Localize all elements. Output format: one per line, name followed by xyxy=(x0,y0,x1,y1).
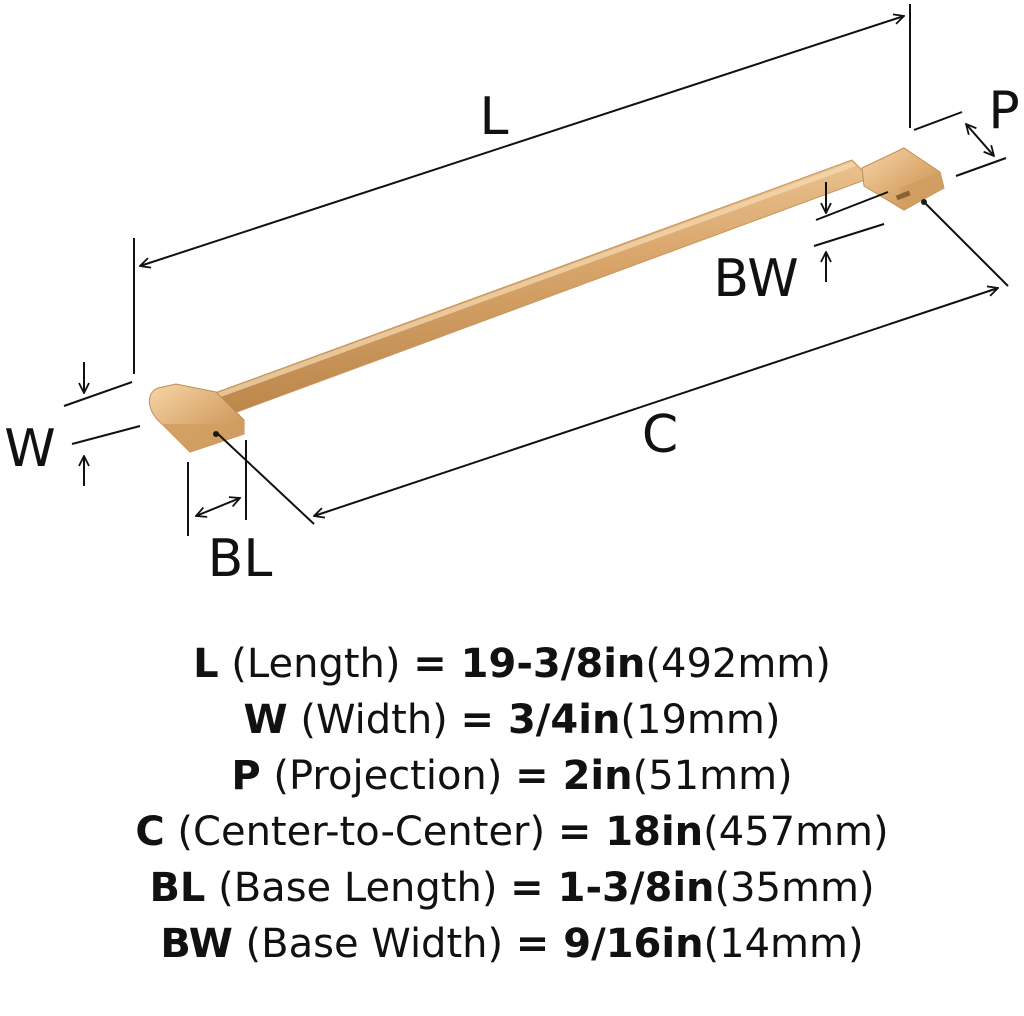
spec-name: (Center-to-Center) xyxy=(164,809,558,855)
spec-value: 9/16in xyxy=(563,921,704,967)
spec-name: (Projection) xyxy=(260,753,516,799)
spec-row-length: L (Length) = 19-3/8in(492mm) xyxy=(0,636,1024,692)
spec-equals: = xyxy=(413,641,461,687)
spec-metric: (19mm) xyxy=(620,697,781,743)
spec-code: BL xyxy=(149,865,206,911)
projection-label: P xyxy=(988,81,1019,141)
spec-name: (Base Width) xyxy=(232,921,516,967)
spec-code: P xyxy=(231,753,261,799)
spec-value: 3/4in xyxy=(507,697,621,743)
spec-equals: = xyxy=(510,865,558,911)
length-label: L xyxy=(480,87,509,147)
spec-value: 2in xyxy=(562,753,633,799)
spec-code: BW xyxy=(160,921,233,967)
spec-metric: (457mm) xyxy=(703,809,889,855)
handle-dimension-diagram: L P BW W C BL xyxy=(4,4,1020,589)
left-screw-hole xyxy=(213,431,219,437)
width-label: W xyxy=(4,419,55,479)
projection-dimension xyxy=(913,111,1007,177)
center-to-center-dimension xyxy=(217,203,1009,525)
spec-equals: = xyxy=(515,753,563,799)
spec-equals: = xyxy=(460,697,508,743)
spec-value: 18in xyxy=(605,809,704,855)
specification-list: L (Length) = 19-3/8in(492mm) W (Width) =… xyxy=(0,636,1024,972)
spec-row-projection: P (Projection) = 2in(51mm) xyxy=(0,748,1024,804)
base-width-label: BW xyxy=(713,249,798,309)
spec-code: W xyxy=(243,697,288,743)
spec-code: L xyxy=(193,641,219,687)
spec-metric: (492mm) xyxy=(645,641,831,687)
spec-metric: (51mm) xyxy=(632,753,793,799)
base-length-dimension xyxy=(187,440,247,536)
spec-row-base-length: BL (Base Length) = 1-3/8in(35mm) xyxy=(0,860,1024,916)
spec-value: 1-3/8in xyxy=(557,865,715,911)
spec-metric: (14mm) xyxy=(703,921,864,967)
spec-metric: (35mm) xyxy=(714,865,875,911)
spec-name: (Width) xyxy=(287,697,461,743)
center-to-center-label: C xyxy=(642,405,678,465)
width-dimension xyxy=(63,362,141,486)
base-length-label: BL xyxy=(208,529,273,589)
spec-name: (Length) xyxy=(218,641,414,687)
right-screw-hole xyxy=(921,199,927,205)
spec-row-base-width: BW (Base Width) = 9/16in(14mm) xyxy=(0,916,1024,972)
length-dimension xyxy=(133,4,911,374)
spec-value: 19-3/8in xyxy=(460,641,646,687)
spec-equals: = xyxy=(557,809,606,855)
spec-equals: = xyxy=(515,921,564,967)
spec-row-center-to-center: C (Center-to-Center) = 18in(457mm) xyxy=(0,804,1024,860)
base-width-dimension xyxy=(813,182,889,282)
spec-row-width: W (Width) = 3/4in(19mm) xyxy=(0,692,1024,748)
right-base-post xyxy=(861,147,945,211)
spec-code: C xyxy=(135,809,165,855)
spec-name: (Base Length) xyxy=(205,865,511,911)
